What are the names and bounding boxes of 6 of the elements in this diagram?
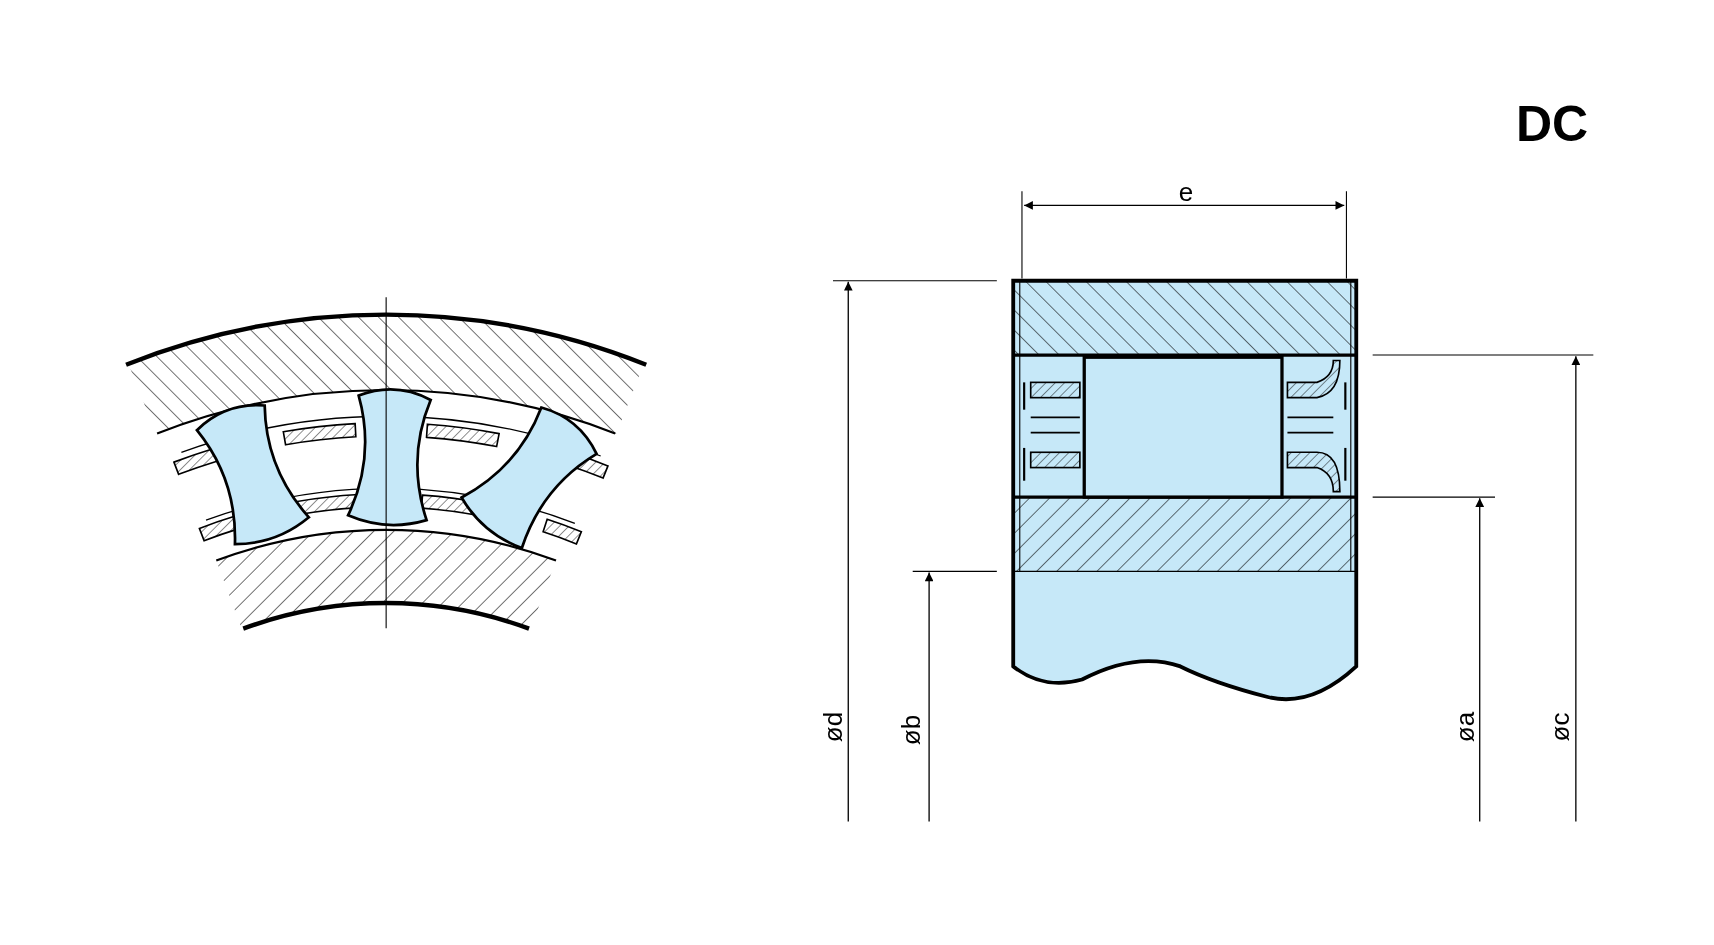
dimension-label: ød	[820, 711, 846, 743]
dimension-label: øb	[898, 714, 924, 746]
dimension-label: øa	[1452, 711, 1478, 743]
dimension-label: øc	[1547, 712, 1573, 742]
dimension-label: e	[1178, 179, 1194, 205]
title: DC	[1515, 99, 1589, 149]
